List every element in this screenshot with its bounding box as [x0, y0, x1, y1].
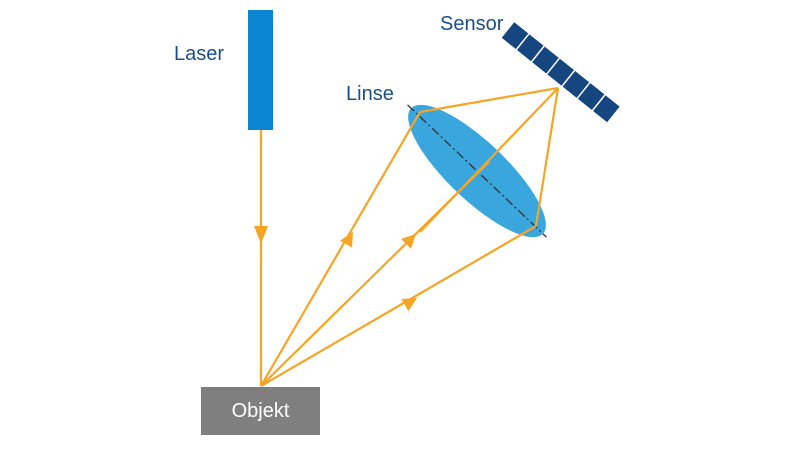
reflected-beam-lower — [260, 225, 537, 387]
lens-label: Linse — [346, 83, 394, 105]
arrow-up-right-icon — [401, 298, 417, 312]
focus-beam-upper — [419, 86, 559, 114]
sensor-segment — [532, 46, 559, 74]
arrow-up-right-icon — [339, 232, 353, 248]
object-label: Objekt — [231, 399, 290, 422]
sensor-segment — [593, 95, 620, 123]
arrow-down-icon — [254, 226, 268, 244]
beam-arrows — [254, 226, 417, 312]
focus-beam-middle — [419, 87, 559, 233]
sensor-segment — [547, 58, 574, 86]
beam-paths — [259, 86, 560, 387]
sensor-array — [501, 22, 620, 123]
object-block: Objekt — [201, 387, 320, 435]
sensor-segment — [577, 83, 605, 111]
laser-label: Laser — [174, 43, 225, 65]
focus-beam-lower — [534, 87, 560, 227]
reflected-beam-upper — [260, 111, 421, 387]
sensor-segment — [501, 22, 529, 50]
lens-optical-axis — [407, 104, 547, 238]
arrow-up-right-icon — [401, 234, 416, 249]
sensor-label: Sensor — [440, 13, 504, 35]
sensor-segment — [562, 70, 590, 98]
laser-emitter — [248, 10, 273, 130]
sensor-segment — [516, 34, 544, 62]
